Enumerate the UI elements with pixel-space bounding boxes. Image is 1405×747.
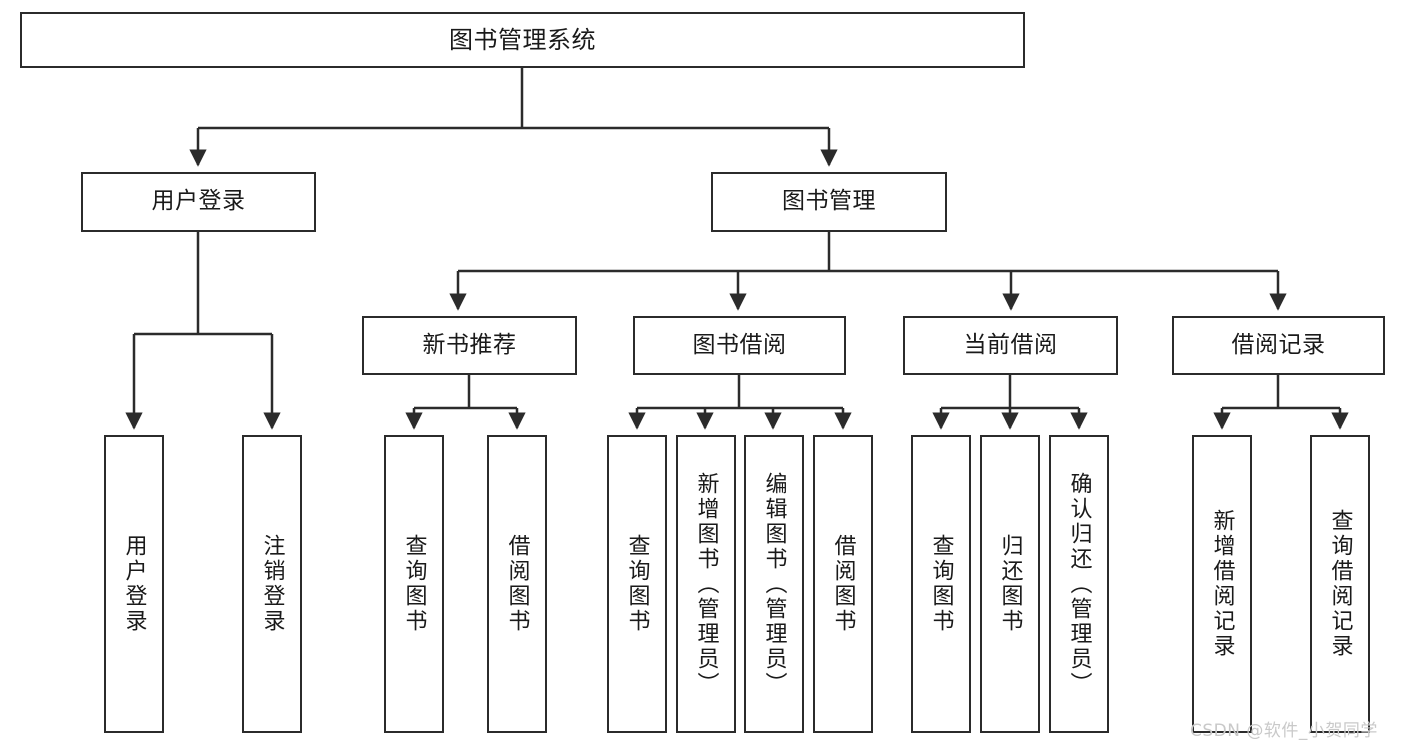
node-label: 图书管理 [782,188,876,215]
node-book-management[interactable]: 图书管理 [711,172,947,232]
node-label: 借阅记录 [1231,331,1326,358]
node-label: 借阅图书 [830,534,856,634]
leaf-edit-book[interactable]: 编辑图书（管理员） [744,435,804,733]
leaf-add-book[interactable]: 新增图书（管理员） [676,435,736,733]
leaf-query-borrow-record[interactable]: 查询借阅记录 [1310,435,1370,733]
node-label: 查询图书 [401,534,427,634]
node-label: 新增借阅记录 [1209,509,1235,659]
leaf-logout-login[interactable]: 注销登录 [242,435,302,733]
node-book-borrow[interactable]: 图书借阅 [633,316,846,375]
leaf-query-book-borrow[interactable]: 查询图书 [607,435,667,733]
node-label: 用户登录 [121,534,147,634]
node-label: 当前借阅 [963,331,1058,358]
node-user-login[interactable]: 用户登录 [81,172,316,232]
leaf-user-login[interactable]: 用户登录 [104,435,164,733]
node-label: 查询借阅记录 [1327,509,1353,659]
node-new-book-recommend[interactable]: 新书推荐 [362,316,577,375]
node-current-borrow[interactable]: 当前借阅 [903,316,1118,375]
node-label: 借阅图书 [504,534,530,634]
node-label: 新书推荐 [422,331,517,358]
node-label: 编辑图书（管理员） [761,471,787,697]
node-label: 用户登录 [151,188,246,215]
leaf-query-book-recommend[interactable]: 查询图书 [384,435,444,733]
node-label: 图书借阅 [692,331,787,358]
leaf-return-book[interactable]: 归还图书 [980,435,1040,733]
node-label: 注销登录 [259,534,285,634]
csdn-watermark: CSDN @软件_小贺同学 [1190,721,1378,741]
node-borrow-record[interactable]: 借阅记录 [1172,316,1385,375]
leaf-query-book-current[interactable]: 查询图书 [911,435,971,733]
node-label: 新增图书（管理员） [693,471,719,697]
leaf-borrow-book-borrow[interactable]: 借阅图书 [813,435,873,733]
leaf-borrow-book-recommend[interactable]: 借阅图书 [487,435,547,733]
node-root-system[interactable]: 图书管理系统 [20,12,1025,68]
node-label: 归还图书 [997,534,1023,634]
node-label: 查询图书 [928,534,954,634]
leaf-add-borrow-record[interactable]: 新增借阅记录 [1192,435,1252,733]
node-label: 图书管理系统 [449,25,596,54]
leaf-confirm-return[interactable]: 确认归还（管理员） [1049,435,1109,733]
node-label: 查询图书 [624,534,650,634]
node-label: 确认归还（管理员） [1066,471,1092,697]
